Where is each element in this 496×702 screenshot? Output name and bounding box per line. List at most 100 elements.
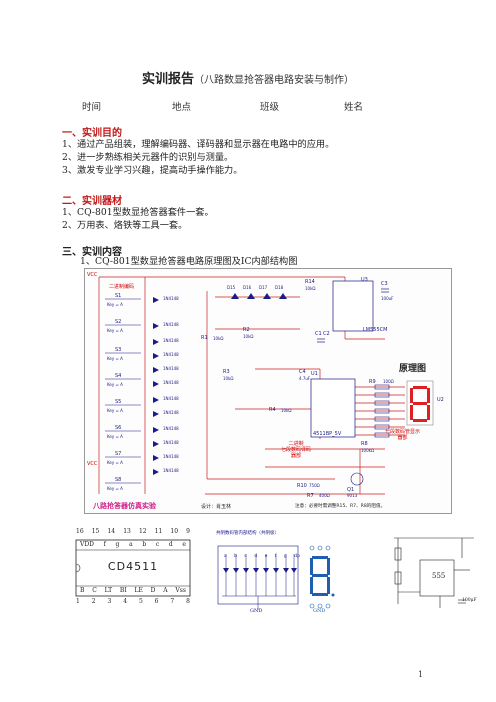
r9-label: R9	[369, 379, 376, 385]
c2-label: C2	[323, 331, 330, 337]
q1-value: 9013	[347, 493, 358, 498]
diode-label: 1N4148	[163, 410, 179, 415]
segment-label: b	[234, 554, 237, 559]
diode-label: 1N4148	[163, 366, 179, 371]
meta-location: 地点	[172, 102, 192, 113]
pin-number: 12	[138, 528, 147, 535]
switch-s5: S5	[115, 399, 122, 405]
u2-label: U2	[437, 397, 444, 403]
switch-key: Key = A	[107, 408, 123, 413]
diode-label: 1N4148	[163, 338, 179, 343]
c1-label: C1	[315, 331, 322, 337]
c4-label: C4	[299, 369, 306, 375]
u1-label: U1	[311, 371, 318, 377]
footer-note: 注意：必要时需调整R15、R7、R8的阻值。	[295, 504, 386, 509]
section-3-heading: 三、实训内容	[62, 247, 122, 258]
timer-555-svg	[394, 537, 474, 608]
pin-number: 15	[91, 528, 100, 535]
pin-label: A	[163, 587, 168, 594]
encoder-note: 二进制编码	[109, 284, 135, 290]
pin-number: 3	[107, 598, 112, 605]
section-1-item: 2、进一步熟练相关元器件的识别与测量。	[62, 152, 234, 163]
switch-key: Key = A	[107, 382, 123, 387]
page-number: 1	[418, 670, 424, 679]
r4-value: 10kΩ	[281, 408, 292, 413]
diode-label: 1N4148	[163, 396, 179, 401]
switch-key: Key = A	[107, 356, 123, 361]
diode-label: 1N4148	[163, 426, 179, 431]
cd4511-top-pins: 16 15 14 13 12 11 10 9	[76, 528, 190, 535]
pin-label: Vss	[175, 587, 186, 594]
schematic-diagram: VCC VCC 二进制编码 S1 Key = A S2 Key = A S3 K…	[84, 268, 452, 514]
cd4511-chip-name: CD4511	[107, 560, 159, 573]
pin-label: D	[150, 587, 156, 594]
r14-value: 10kΩ	[305, 286, 316, 291]
pin-label: e	[182, 541, 186, 548]
gnd-label: GND	[250, 608, 263, 614]
section-1-list: 1、通过产品组装，理解编码器、译码器和显示器在电路中的应用。 2、进一步熟练相关…	[62, 138, 482, 177]
r8-label: R8	[361, 441, 368, 447]
switch-s8: S8	[115, 477, 122, 483]
pin-label: b	[142, 541, 147, 548]
pin-number: 1	[76, 598, 80, 605]
segment-label: dp	[294, 554, 300, 559]
switch-s1: S1	[115, 293, 122, 299]
section-1-heading: 一、实训目的	[62, 128, 122, 139]
section-1-item: 1、通过产品组装，理解编码器、译码器和显示器在电路中的应用。	[62, 139, 335, 150]
r1-value: 10kΩ	[213, 336, 224, 341]
r10-value: 750Ω	[309, 483, 320, 488]
display-structure-panel: 共阴数码管内部结构（共阴极）	[212, 528, 344, 618]
principle-label: 原理图	[399, 364, 427, 374]
segment-label: e	[264, 554, 268, 559]
u3-label: U3	[361, 277, 368, 283]
diode-d16: D16	[243, 285, 252, 290]
diode-label: 1N4148	[163, 322, 179, 327]
r2-label: R2	[243, 327, 250, 333]
switch-s4: S4	[115, 373, 122, 379]
pin-number: 11	[154, 528, 163, 535]
r2-value: 10kΩ	[243, 334, 254, 339]
pin-number: 8	[186, 598, 190, 605]
footer-title: 八路抢答器仿真实验	[93, 502, 156, 510]
pin-label: BI	[119, 587, 127, 594]
switch-s2: S2	[115, 319, 122, 325]
display-note: 七段数码管显示 器部	[385, 429, 421, 441]
pin-label: g	[115, 541, 120, 548]
cd4511-pinout: 16 15 14 13 12 11 10 9 VDD f g a b c d e…	[70, 528, 196, 608]
display-structure-svg	[217, 545, 335, 610]
c4-value: 4.7uF	[299, 376, 311, 381]
diode-label: 1N4148	[163, 296, 179, 301]
r3-value: 10kΩ	[223, 376, 234, 381]
r9-value: 100Ω	[383, 379, 394, 384]
title-sub: （八路数显抢答器电路安装与制作）	[194, 75, 354, 86]
section-2-list: 1、CQ-801型数显抢答器套件一套。 2、万用表、烙铁等工具一套。	[62, 206, 482, 232]
section-2-item: 1、CQ-801型数显抢答器套件一套。	[62, 207, 214, 218]
report-title: 实训报告（八路数显抢答器电路安装与制作）	[0, 68, 496, 87]
segment-label: f	[274, 554, 277, 559]
decoder-note: 二进制 七段数码译码 器部	[281, 441, 312, 459]
pin-label: c	[155, 541, 160, 548]
section-2-heading: 二、实训器材	[62, 196, 122, 207]
pin-number: 16	[76, 528, 84, 535]
timer-cap-value: 100μF	[462, 598, 477, 603]
title-main: 实训报告	[141, 72, 194, 87]
r7-value: 400Ω	[319, 493, 330, 498]
switch-s3: S3	[115, 347, 122, 353]
pin-label: f	[103, 541, 106, 548]
cd4511-svg	[75, 539, 191, 597]
pin-label: d	[168, 541, 173, 548]
r4-label: R4	[269, 407, 276, 413]
ic-4511-label: 4511BP_5V	[313, 431, 342, 437]
segment-label: d	[254, 554, 258, 559]
segment-label: a	[224, 554, 227, 559]
cd4511-top-labels: VDD f g a b c d e	[80, 541, 186, 548]
section-1-item: 3、激发专业学习兴趣，提高动手操作能力。	[62, 165, 243, 176]
pin-number: 13	[123, 528, 131, 535]
r1-label: R1	[201, 335, 208, 341]
section-3-item: 1、CQ-801型数显抢答器电路原理图及IC内部结构图	[80, 256, 298, 267]
meta-class: 班级	[260, 102, 280, 113]
diode-d17: D17	[259, 285, 268, 290]
switch-key: Key = A	[107, 328, 123, 333]
q1-label: Q1	[347, 487, 355, 493]
segment-labels: a b c d e f g dp	[224, 554, 300, 559]
